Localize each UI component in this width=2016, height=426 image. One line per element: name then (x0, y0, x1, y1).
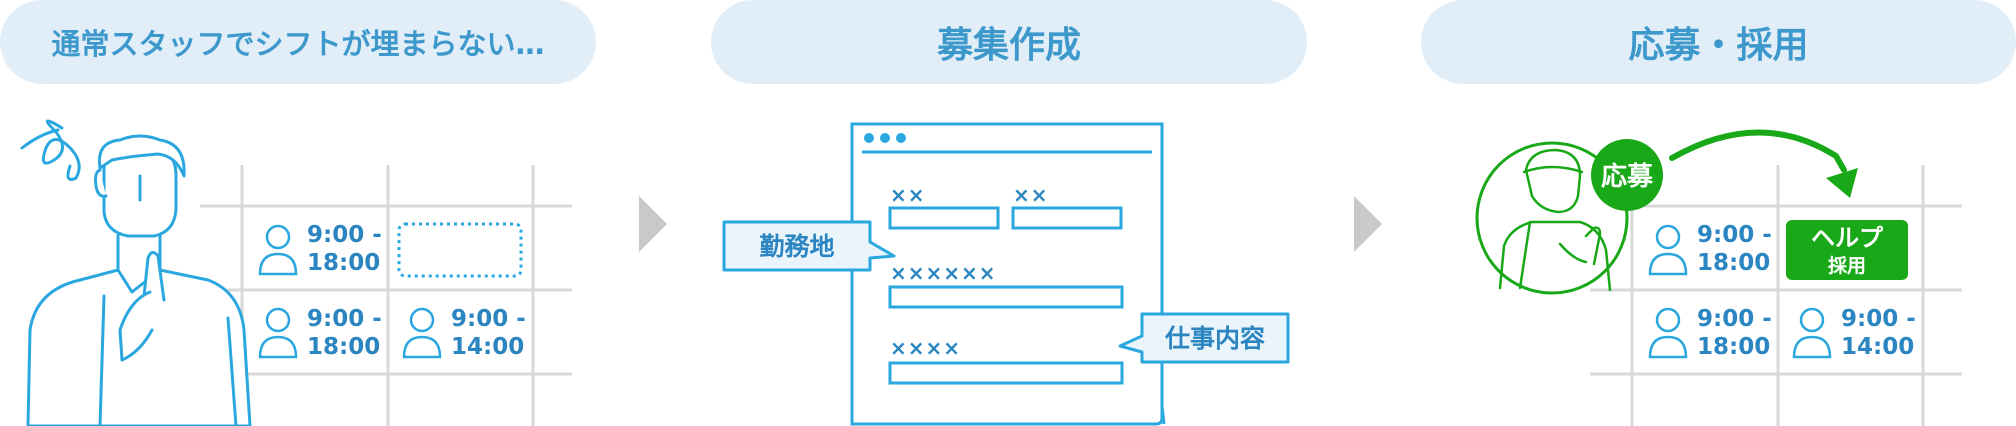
shift-time-start: 9:00 - (307, 222, 382, 248)
text-field (888, 206, 1000, 230)
step3-title: 応募・採用 (1628, 25, 1809, 66)
confused-person-illustration (26, 134, 252, 426)
field-label-placeholder: ×××× (890, 336, 961, 360)
step1-title-pill: 通常スタッフでシフトが埋まらない… (0, 0, 596, 84)
field-label-placeholder: ×××××× (890, 261, 997, 285)
step3-title-pill: 応募・採用 (1421, 0, 2016, 84)
staff-icon (1792, 307, 1832, 359)
shift-time-end: 14:00 (451, 334, 524, 360)
field-label-placeholder: ×× (1013, 183, 1049, 207)
panel3-shift-cell-2: 9:00 - 18:00 (1648, 306, 1772, 360)
step2-title-pill: 募集作成 (711, 0, 1307, 84)
help-badge-line1: ヘルプ (1811, 224, 1884, 252)
apply-badge-label: 応募 (1601, 161, 1654, 192)
shift-time-start: 9:00 - (451, 306, 526, 332)
panel3-shift-cell-3: 9:00 - 14:00 (1792, 306, 1916, 360)
shift-time-start: 9:00 - (1697, 222, 1772, 248)
empty-shift-slot (397, 222, 523, 278)
shift-time-start: 9:00 - (1697, 306, 1772, 332)
apply-badge: 応募 (1591, 139, 1663, 211)
shift-time-end: 18:00 (307, 334, 380, 360)
panel1-shift-cell-2: 9:00 - 18:00 (258, 306, 382, 360)
applicant-circle-illustration (1475, 141, 1629, 295)
shift-time-end: 18:00 (1697, 334, 1770, 360)
step-arrow-icon-1 (639, 196, 667, 252)
help-hire-badge: ヘルプ 採用 (1786, 220, 1908, 280)
location-bubble: 勤務地 (722, 220, 896, 272)
staff-icon (402, 307, 442, 359)
text-field (888, 285, 1124, 309)
step-arrow-icon-2 (1354, 196, 1382, 252)
step1-title: 通常スタッフでシフトが埋まらない… (51, 27, 545, 61)
panel1-shift-grid (200, 165, 572, 426)
shift-time-end: 18:00 (1697, 250, 1770, 276)
confusion-squiggle-icon (20, 119, 81, 181)
shift-time-end: 18:00 (307, 250, 380, 276)
panel1-shift-cell-1: 9:00 - 18:00 (258, 222, 382, 276)
shift-time-end: 14:00 (1841, 334, 1914, 360)
step2-title: 募集作成 (936, 25, 1081, 66)
help-badge-line2: 採用 (1828, 255, 1866, 277)
apply-to-hire-arrow (1669, 129, 1847, 173)
panel1-shift-cell-3: 9:00 - 14:00 (402, 306, 526, 360)
job-description-bubble: 仕事内容 (1118, 312, 1290, 364)
text-field (1011, 206, 1123, 230)
staff-icon (258, 224, 298, 276)
shift-time-start: 9:00 - (307, 306, 382, 332)
staff-icon (258, 307, 298, 359)
job-description-bubble-label: 仕事内容 (1164, 324, 1265, 353)
arrow-head-icon (1826, 168, 1858, 198)
location-bubble-label: 勤務地 (759, 232, 834, 261)
panel3-shift-cell-1: 9:00 - 18:00 (1648, 222, 1772, 276)
staff-icon (1648, 307, 1688, 359)
window-dots-icon (864, 133, 906, 143)
text-field (888, 361, 1124, 385)
shift-time-start: 9:00 - (1841, 306, 1916, 332)
field-label-placeholder: ×× (890, 183, 926, 207)
staff-icon (1648, 224, 1688, 276)
job-posting-form-illustration: ×× ×× ×××××× ×××× (850, 122, 1166, 426)
